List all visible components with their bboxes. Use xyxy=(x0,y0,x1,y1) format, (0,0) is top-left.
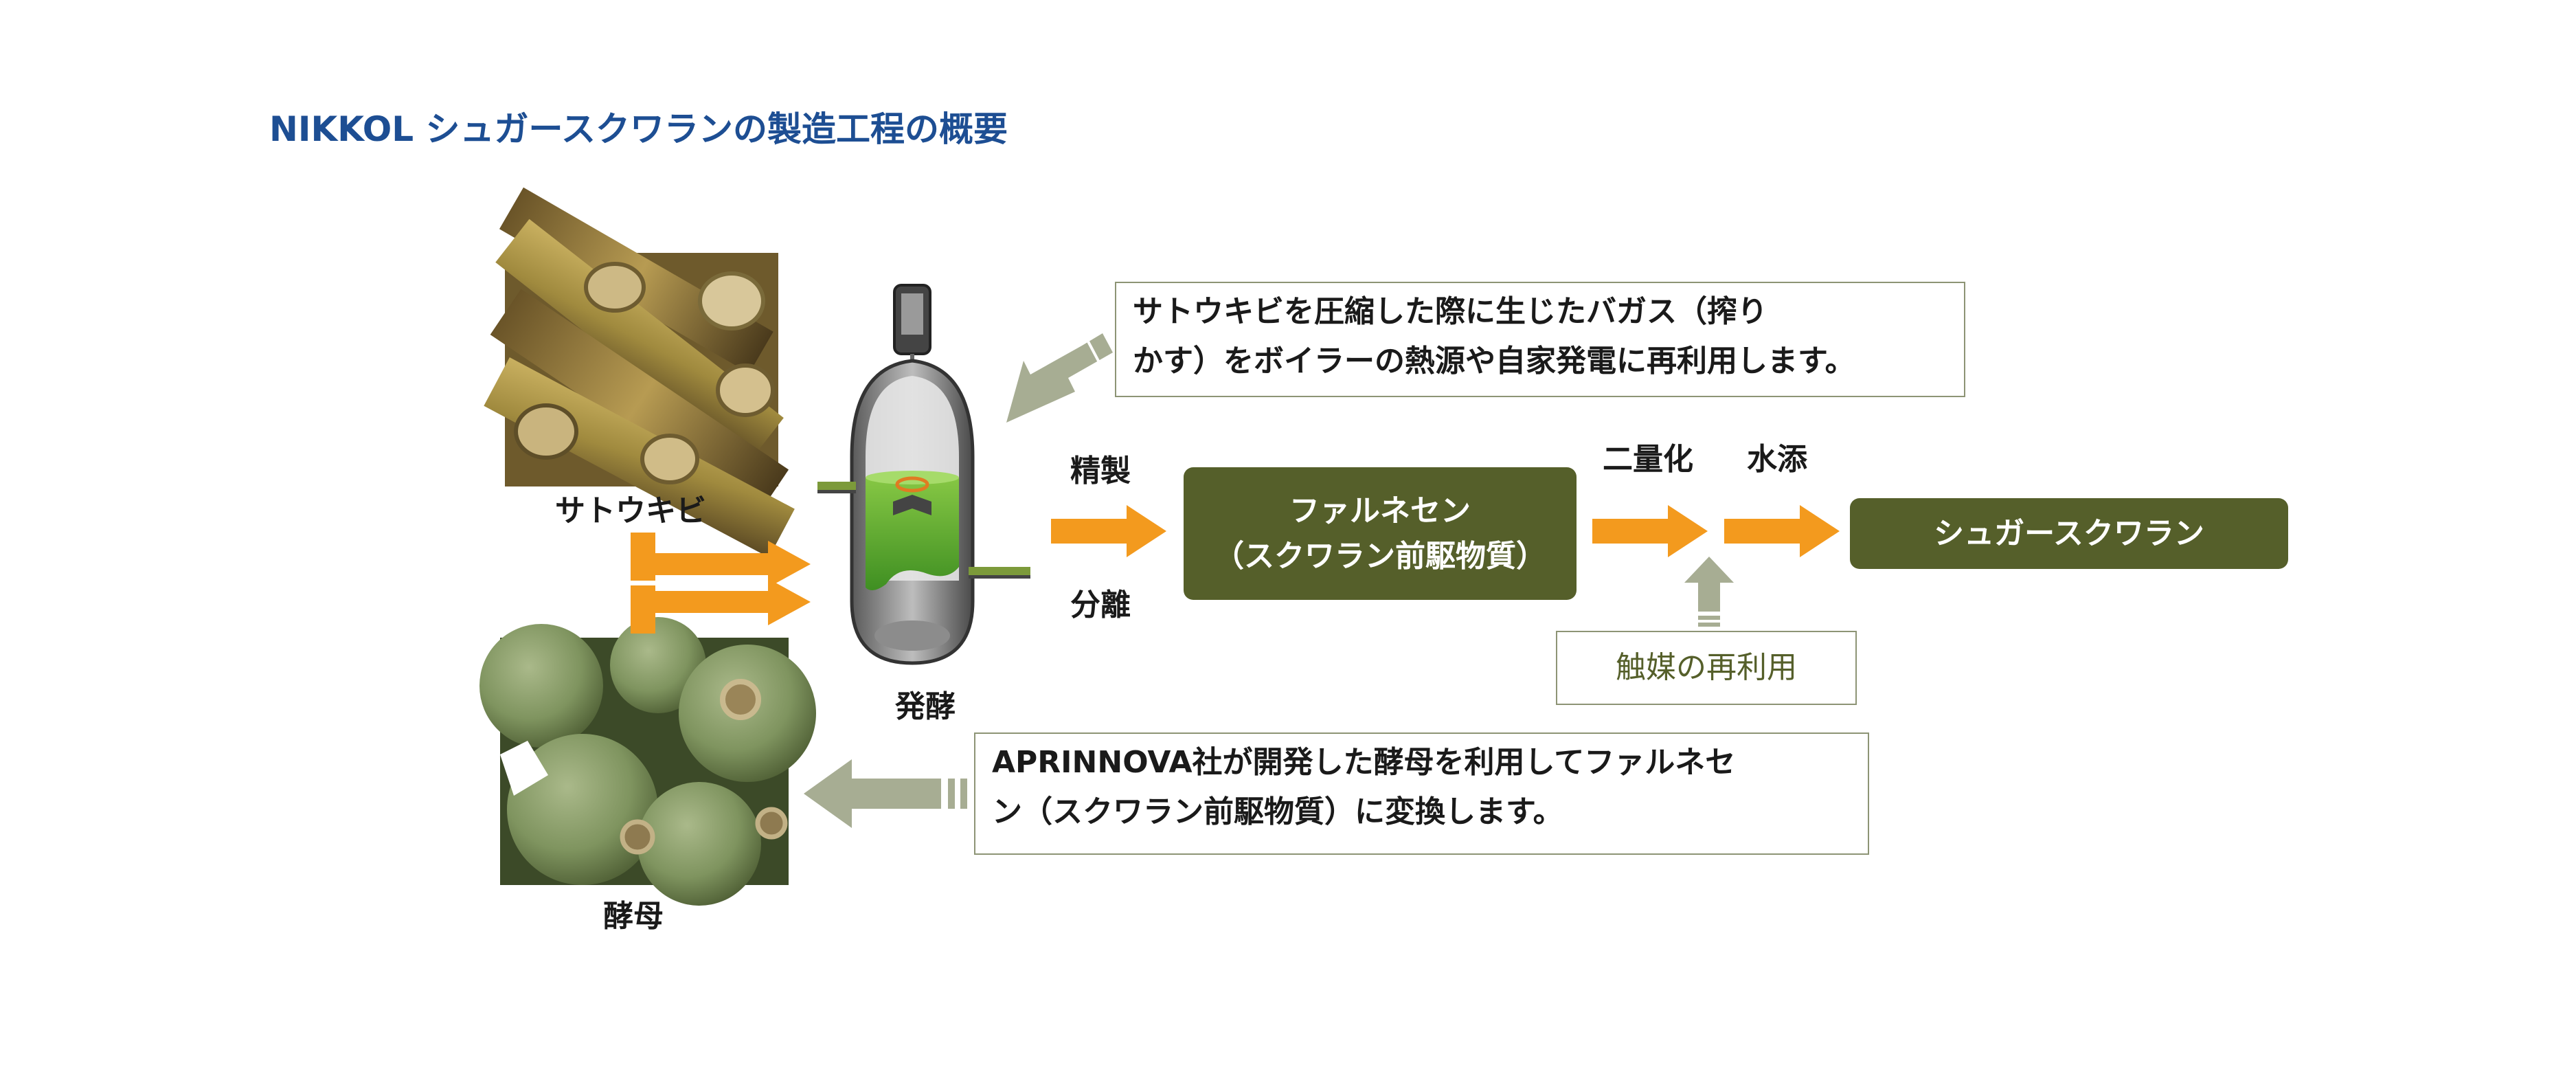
sugarcane-label: サトウキビ xyxy=(555,493,706,528)
arrow-right-icon xyxy=(1051,505,1166,557)
arrow-right-icon xyxy=(631,533,811,588)
yeast-note-line1: APRINNOVA社が開発した酵母を利用してファルネセ xyxy=(992,745,1736,780)
farnesene-line1: ファルネセン xyxy=(1289,493,1471,528)
dimerization-label: 二量化 xyxy=(1603,442,1693,477)
yeast-photo xyxy=(479,617,816,906)
page-title: NIKKOL シュガースクワランの製造工程の概要 xyxy=(269,109,1008,149)
arrow-right-icon xyxy=(631,579,811,634)
fermentation-label: 発酵 xyxy=(895,689,956,724)
yeast-note: APRINNOVA社が開発した酵母を利用してファルネセ ン（スクワラン前駆物質）… xyxy=(974,732,1869,855)
sugarcane-photo xyxy=(484,187,795,558)
arrow-right-icon xyxy=(1724,505,1840,557)
farnesene-line2: （スクワラン前駆物質） xyxy=(1214,538,1546,574)
yeast-label: 酵母 xyxy=(603,899,664,934)
yeast-note-line2: ン（スクワラン前駆物質）に変換します。 xyxy=(992,794,1563,829)
farnesene-box: ファルネセン （スクワラン前駆物質） xyxy=(1184,467,1577,600)
arrow-right-icon xyxy=(1592,505,1708,557)
arrow-up-icon xyxy=(1684,557,1734,627)
product-box: シュガースクワラン xyxy=(1850,498,2288,569)
hydrogenation-label: 水添 xyxy=(1747,442,1807,477)
catalyst-reuse-box: 触媒の再利用 xyxy=(1556,631,1857,705)
arrow-left-icon xyxy=(804,759,967,828)
bagasse-note-line1: サトウキビを圧縮した際に生じたバガス（搾り xyxy=(1133,294,1767,329)
refining-label: 精製 xyxy=(1070,454,1131,489)
bagasse-note: サトウキビを圧縮した際に生じたバガス（搾り かす）をボイラーの熱源や自家発電に再… xyxy=(1115,282,1965,397)
bagasse-note-line2: かす）をボイラーの熱源や自家発電に再利用します。 xyxy=(1133,344,1855,379)
arrow-down-left-icon xyxy=(1006,333,1113,423)
separation-label: 分離 xyxy=(1070,588,1131,623)
fermenter-tank-icon xyxy=(817,284,1030,665)
